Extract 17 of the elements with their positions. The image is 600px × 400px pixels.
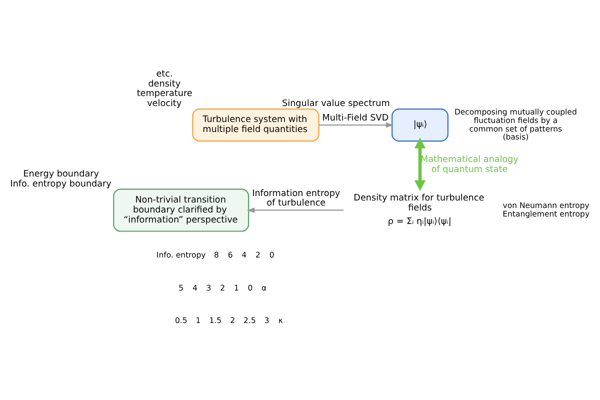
node-label: Singular value spectrum (282, 99, 390, 110)
node-label: etc. (156, 69, 173, 80)
arrow (246, 208, 344, 213)
edge-label: Mathematical analogy of quantum state (420, 155, 519, 175)
arrow (414, 138, 426, 192)
arrow (319, 122, 394, 128)
node-box: Turbulence system with multiple field quantities (192, 108, 320, 142)
node-label: temperature (136, 89, 192, 100)
node-label: Energy boundary (23, 169, 99, 180)
node-label: density (148, 79, 181, 90)
node-text: Density matrix for turbulence fields ρ = Σᵢ ηᵢ|ψᵢ⟩⟨ψᵢ| (354, 194, 484, 227)
node-box: |ψᵢ⟩ (392, 108, 448, 142)
node-box: Non-trivial transition boundary clarified by “information” perspective (113, 188, 250, 232)
edge-label: Information entropy of turbulence (252, 188, 340, 209)
node-label: velocity (147, 99, 182, 110)
node-label: Info. entropy boundary (10, 179, 112, 190)
edge-label: Multi-Field SVD (322, 114, 389, 124)
